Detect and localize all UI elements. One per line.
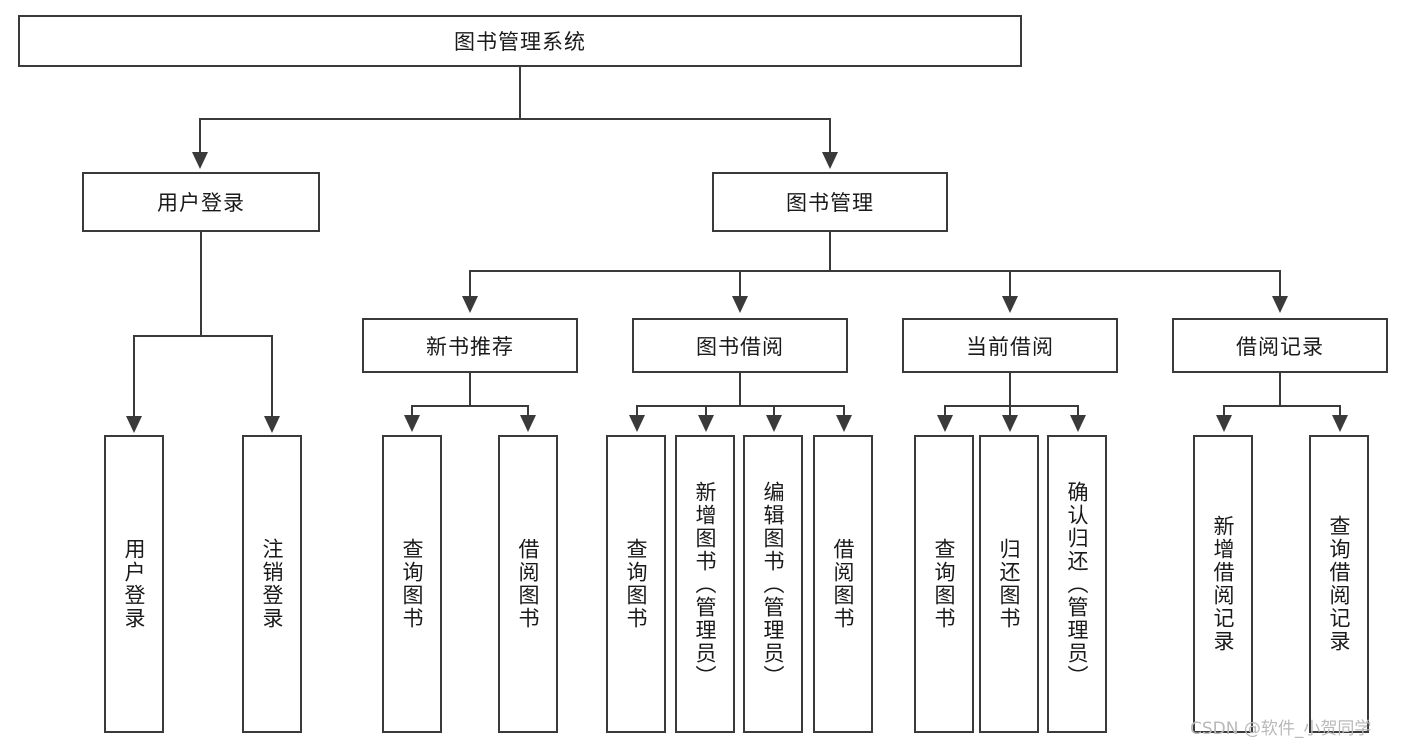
node-label: 新增图书（管理员） — [693, 480, 718, 688]
node-label: 当前借阅 — [966, 334, 1054, 359]
leaf-bb-borrow-book[interactable]: 借阅图书 — [813, 435, 873, 733]
node-current-borrow[interactable]: 当前借阅 — [902, 318, 1118, 373]
arrow-cb-to-leaf-3 — [1070, 415, 1086, 432]
node-label: 新增借阅记录 — [1211, 515, 1236, 653]
leaf-user-login-logout[interactable]: 注销登录 — [242, 435, 302, 733]
node-label: 图书借阅 — [696, 334, 784, 359]
node-label: 用户登录 — [157, 191, 245, 215]
connector-br-bar — [1223, 405, 1341, 407]
connector-root-bar — [199, 118, 831, 120]
arrow-bb-to-leaf-3 — [766, 415, 782, 432]
node-label: 查询图书 — [624, 538, 649, 630]
arrow-bb-to-leaf-2 — [698, 415, 714, 432]
connector-nbr-to-leaf-1 — [411, 405, 413, 417]
connector-user-login-to-leaf-2 — [271, 335, 273, 418]
arrow-nbr-to-leaf-1 — [404, 415, 420, 432]
arrow-root-to-book-management — [822, 152, 838, 169]
arrow-user-login-to-leaf-2 — [264, 416, 280, 433]
connector-cb-stem — [1009, 373, 1011, 406]
connector-bb-to-leaf-2 — [705, 405, 707, 417]
connector-root-to-book-management — [829, 118, 831, 154]
arrow-cb-to-leaf-2 — [1002, 415, 1018, 432]
node-label: 注销登录 — [260, 538, 285, 630]
connector-bb-to-leaf-3 — [773, 405, 775, 417]
connector-user-login-to-leaf-1 — [133, 335, 135, 418]
connector-root-to-user-login — [199, 118, 201, 154]
arrow-bb-to-leaf-1 — [629, 415, 645, 432]
connector-bb-stem — [739, 373, 741, 406]
node-label: 用户登录 — [122, 538, 147, 630]
node-label: 确认归还（管理员） — [1065, 480, 1090, 688]
node-label: 图书管理系统 — [454, 30, 586, 54]
connector-book-management-bar — [469, 270, 1281, 272]
node-label: 图书管理 — [786, 191, 874, 215]
connector-bm-to-new-book — [469, 270, 471, 298]
node-borrow-record[interactable]: 借阅记录 — [1172, 318, 1388, 373]
leaf-br-add-record[interactable]: 新增借阅记录 — [1193, 435, 1253, 733]
connector-bm-to-book-borrow — [739, 270, 741, 298]
arrow-nbr-to-leaf-2 — [520, 415, 536, 432]
connector-bb-to-leaf-4 — [843, 405, 845, 417]
arrow-root-to-user-login — [192, 152, 208, 169]
connector-br-to-leaf-2 — [1339, 405, 1341, 417]
connector-book-management-stem — [829, 232, 831, 271]
leaf-cb-confirm-return-admin[interactable]: 确认归还（管理员） — [1047, 435, 1107, 733]
arrow-bm-to-borrow-record — [1272, 296, 1288, 313]
leaf-bb-add-book-admin[interactable]: 新增图书（管理员） — [675, 435, 735, 733]
node-label: 借阅图书 — [516, 538, 541, 630]
node-label: 新书推荐 — [426, 334, 514, 359]
node-label: 查询图书 — [932, 538, 957, 630]
leaf-nbr-query-book[interactable]: 查询图书 — [382, 435, 442, 733]
arrow-bm-to-new-book — [462, 296, 478, 313]
leaf-cb-return-book[interactable]: 归还图书 — [979, 435, 1039, 733]
node-label: 归还图书 — [997, 538, 1022, 630]
connector-root-stem — [519, 67, 521, 118]
arrow-br-to-leaf-1 — [1216, 415, 1232, 432]
connector-nbr-bar — [411, 405, 529, 407]
node-label: 查询图书 — [400, 538, 425, 630]
connector-bb-to-leaf-1 — [636, 405, 638, 417]
node-label: 编辑图书（管理员） — [761, 480, 786, 688]
connector-cb-to-leaf-1 — [944, 405, 946, 417]
node-root-book-management-system[interactable]: 图书管理系统 — [18, 15, 1022, 67]
arrow-cb-to-leaf-1 — [937, 415, 953, 432]
csdn-watermark: CSDN @软件_小贺同学 — [1190, 719, 1372, 739]
node-user-login[interactable]: 用户登录 — [82, 172, 320, 232]
arrow-user-login-to-leaf-1 — [126, 416, 142, 433]
leaf-user-login-login[interactable]: 用户登录 — [104, 435, 164, 733]
leaf-bb-edit-book-admin[interactable]: 编辑图书（管理员） — [743, 435, 803, 733]
connector-nbr-stem — [469, 373, 471, 406]
node-label: 借阅图书 — [831, 538, 856, 630]
connector-cb-bar — [944, 405, 1078, 407]
connector-br-stem — [1279, 373, 1281, 406]
node-new-book-recommend[interactable]: 新书推荐 — [362, 318, 578, 373]
leaf-nbr-borrow-book[interactable]: 借阅图书 — [498, 435, 558, 733]
node-book-borrow[interactable]: 图书借阅 — [632, 318, 848, 373]
arrow-br-to-leaf-2 — [1332, 415, 1348, 432]
connector-cb-to-leaf-2 — [1009, 405, 1011, 417]
arrow-bm-to-book-borrow — [732, 296, 748, 313]
node-label: 查询借阅记录 — [1327, 515, 1352, 653]
connector-bm-to-current-borrow — [1009, 270, 1011, 298]
leaf-br-query-record[interactable]: 查询借阅记录 — [1309, 435, 1369, 733]
connector-user-login-bar — [133, 335, 272, 337]
leaf-bb-query-book[interactable]: 查询图书 — [606, 435, 666, 733]
connector-cb-to-leaf-3 — [1077, 405, 1079, 417]
connector-user-login-stem — [200, 232, 202, 336]
connector-br-to-leaf-1 — [1223, 405, 1225, 417]
connector-nbr-to-leaf-2 — [527, 405, 529, 417]
connector-bb-bar — [636, 405, 844, 407]
leaf-cb-query-book[interactable]: 查询图书 — [914, 435, 974, 733]
connector-bm-to-borrow-record — [1279, 270, 1281, 298]
arrow-bm-to-current-borrow — [1002, 296, 1018, 313]
node-label: 借阅记录 — [1236, 334, 1324, 359]
node-book-management[interactable]: 图书管理 — [712, 172, 948, 232]
arrow-bb-to-leaf-4 — [836, 415, 852, 432]
